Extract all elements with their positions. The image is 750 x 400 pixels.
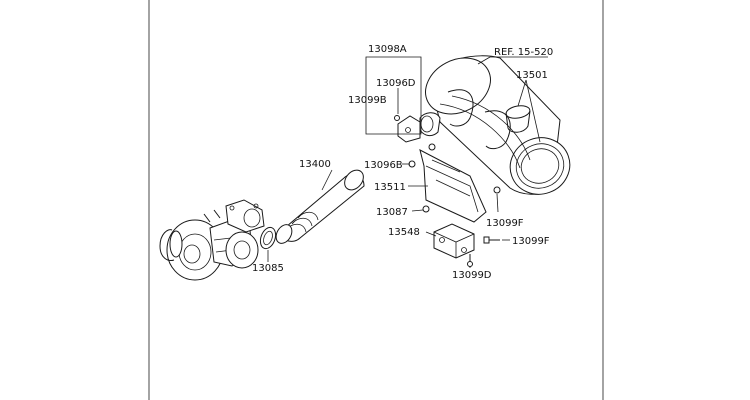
label-13501: 13501 xyxy=(516,70,548,81)
label-13400: 13400 xyxy=(299,159,331,170)
label-13096B: 13096B xyxy=(364,160,403,171)
leader-lines xyxy=(267,56,548,268)
bracket-13511 xyxy=(408,143,487,223)
label-13098A: 13098A xyxy=(368,44,407,55)
resonator-13548 xyxy=(433,223,500,267)
air-cleaner-assembly xyxy=(419,55,571,195)
group-outline-13098A xyxy=(365,56,422,135)
label-13511: 13511 xyxy=(374,182,406,193)
label-ref-15-520: REF. 15-520 xyxy=(494,47,553,58)
ring-13085 xyxy=(259,226,277,250)
label-13099D: 13099D xyxy=(452,270,492,281)
label-13099F-upper: 13099F xyxy=(486,218,524,229)
label-13099F-lower: 13099F xyxy=(512,236,550,247)
label-13099B: 13099B xyxy=(348,95,387,106)
intake-duct-13400 xyxy=(275,169,365,244)
label-13096D: 13096D xyxy=(376,78,416,89)
label-13548: 13548 xyxy=(388,227,420,238)
bracket-13098A xyxy=(394,115,421,143)
label-13085: 13085 xyxy=(252,263,284,274)
turbocharger xyxy=(159,199,265,281)
label-13087: 13087 xyxy=(376,207,408,218)
